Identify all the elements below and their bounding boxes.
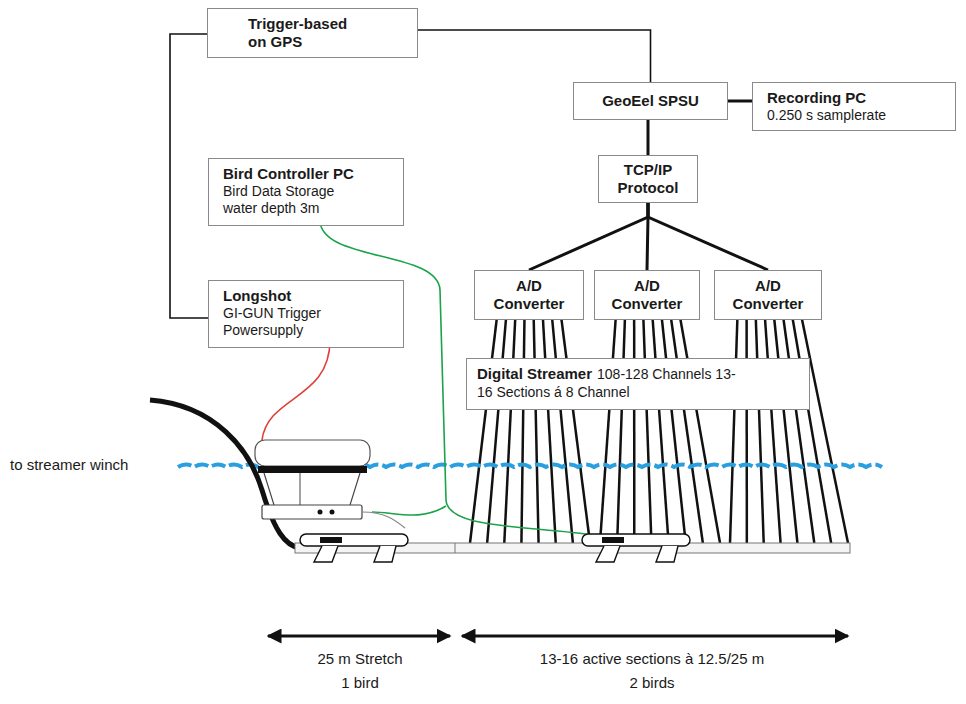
connector <box>648 203 768 270</box>
channel-line <box>470 300 499 543</box>
connector <box>170 34 208 318</box>
dimension-label: 13-16 active sections à 12.5/25 m <box>538 650 766 668</box>
box-heading: A/D Converter <box>726 277 811 313</box>
channel-line <box>745 300 748 543</box>
channel-line <box>643 300 652 543</box>
box-heading: Digital Streamer <box>477 365 592 382</box>
trigger-box: Trigger-based on GPS <box>207 8 418 58</box>
box-heading: A/D Converter <box>605 277 690 313</box>
channel-line <box>617 300 625 543</box>
channel-line <box>487 300 507 543</box>
box-text: 0.250 s samplerate <box>767 107 949 124</box>
channel-line <box>677 300 720 543</box>
winch-cable <box>150 400 300 548</box>
channel-line <box>533 300 538 543</box>
box-heading: Recording PC <box>767 89 949 107</box>
pc-box: Bird Controller PCBird Data Storage wate… <box>208 158 404 226</box>
spsu-box: GeoEel SPSU <box>573 82 728 120</box>
connector <box>529 203 648 270</box>
channel-line <box>798 300 848 543</box>
channel-line <box>755 300 764 543</box>
bird-cable <box>372 506 446 515</box>
channel-line <box>633 300 636 543</box>
channel-line <box>764 300 781 543</box>
channel-line <box>550 300 572 543</box>
gi-gun <box>255 440 405 528</box>
box-text: Bird Data Storage water depth 3m <box>223 183 363 217</box>
dimension-label: 2 birds <box>627 674 676 692</box>
converter-box: A/D Converter <box>474 270 584 320</box>
box-heading: TCP/IP Protocol <box>608 161 688 197</box>
trigger-unit-box: LongshotGI-GUN Trigger Powersupply <box>208 280 404 348</box>
protocol-box: TCP/IP Protocol <box>598 155 698 203</box>
box-heading: Bird Controller PC <box>223 165 397 183</box>
connector <box>418 30 651 82</box>
converter-box: A/D Converter <box>594 270 700 320</box>
streamer-box: Digital Streamer108-128 Channels 13-16 S… <box>466 358 810 410</box>
box-heading: Trigger-based on GPS <box>248 15 366 51</box>
dimension-label: 25 m Stretch <box>315 650 404 668</box>
dimension-arrow <box>462 635 848 638</box>
converter-box: A/D Converter <box>714 270 822 320</box>
channel-line <box>789 300 831 543</box>
connector <box>728 100 752 103</box>
dimension-arrow <box>268 635 450 638</box>
channel-line <box>730 300 738 543</box>
bird-cable <box>320 220 600 536</box>
streamer-bird <box>582 534 690 562</box>
connector <box>647 120 650 155</box>
box-heading: GeoEel SPSU <box>580 92 721 110</box>
channel-lines <box>470 300 848 543</box>
dimension-label: 1 bird <box>339 674 381 692</box>
channel-line <box>504 300 516 543</box>
channel-line <box>521 300 524 543</box>
box-text: GI-GUN Trigger Powersupply <box>223 305 343 339</box>
box-heading: A/D Converter <box>487 277 572 313</box>
streamer-bird <box>300 534 408 562</box>
pc-box: Recording PC0.250 s samplerate <box>752 82 956 131</box>
channel-line <box>559 300 590 543</box>
channel-line <box>600 300 617 543</box>
box-heading: Longshot <box>223 287 397 305</box>
channel-line <box>651 300 668 543</box>
gun-cable <box>262 340 330 440</box>
cable-label: to streamer winch <box>8 456 130 474</box>
section-joint <box>455 543 456 553</box>
